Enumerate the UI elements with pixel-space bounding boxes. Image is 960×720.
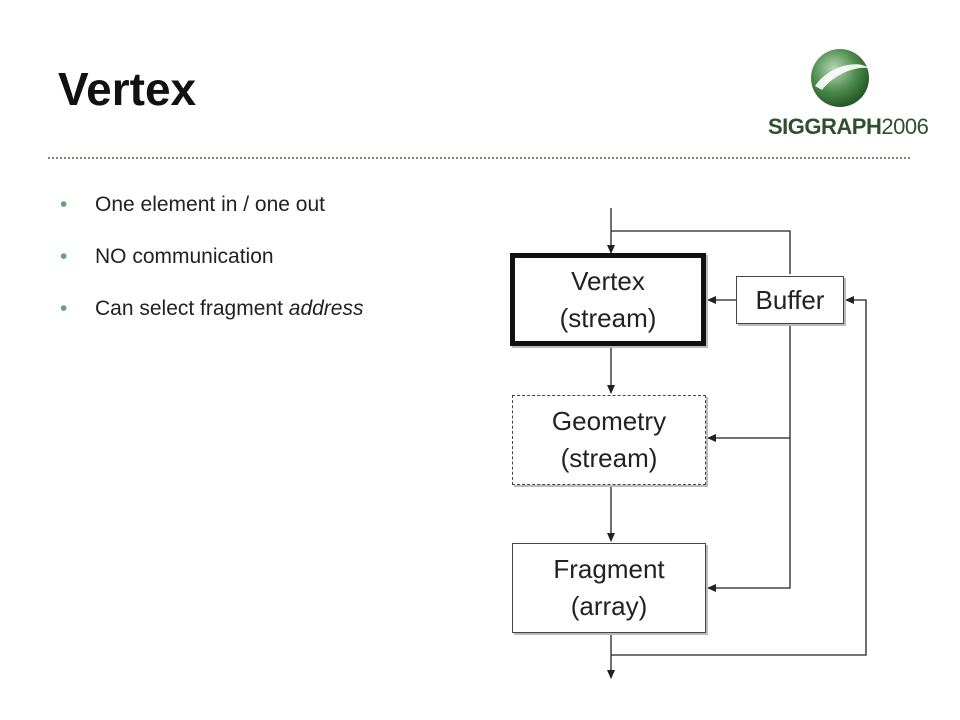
- vertex-stage-box: Vertex (stream): [510, 253, 706, 346]
- bullet-text: Can select fragment: [95, 297, 289, 320]
- fragment-stage-label: Fragment (array): [553, 554, 665, 621]
- buffer-label: Buffer: [755, 284, 825, 315]
- input-to-buffer-line: [611, 230, 791, 274]
- geometry-stage-label: Geometry (stream): [551, 406, 667, 473]
- bullet-list: • One element in / one out • NO communic…: [60, 190, 363, 346]
- bullet-dot-icon: •: [60, 297, 68, 320]
- buffer-box: Buffer: [736, 276, 844, 324]
- siggraph-logo-text: SIGGRAPH2006: [768, 114, 929, 140]
- vertex-stage-label: Vertex (stream): [559, 265, 657, 333]
- logo-bold-text: SIGGRAPH: [768, 114, 882, 139]
- buffer-to-fragment-line: [707, 326, 791, 592]
- fragment-stage-box: Fragment (array): [512, 543, 706, 633]
- bullet-item: • One element in / one out: [60, 190, 363, 242]
- slide-title: Vertex: [58, 63, 197, 115]
- bullet-dot-icon: •: [60, 245, 68, 268]
- bullet-italic-text: address: [288, 297, 364, 320]
- logo-year-text: 2006: [881, 114, 929, 139]
- bullet-item: • NO communication: [60, 242, 363, 294]
- bullet-dot-icon: •: [60, 193, 68, 216]
- bullet-text: NO communication: [95, 245, 274, 268]
- bullet-text: One element in / one out: [95, 193, 325, 216]
- bullet-item: • Can select fragment address: [60, 294, 363, 346]
- output-feedback-line: [611, 296, 867, 656]
- title-divider: [48, 157, 910, 159]
- geometry-stage-box: Geometry (stream): [512, 395, 706, 485]
- siggraph-logo-icon: [811, 49, 869, 107]
